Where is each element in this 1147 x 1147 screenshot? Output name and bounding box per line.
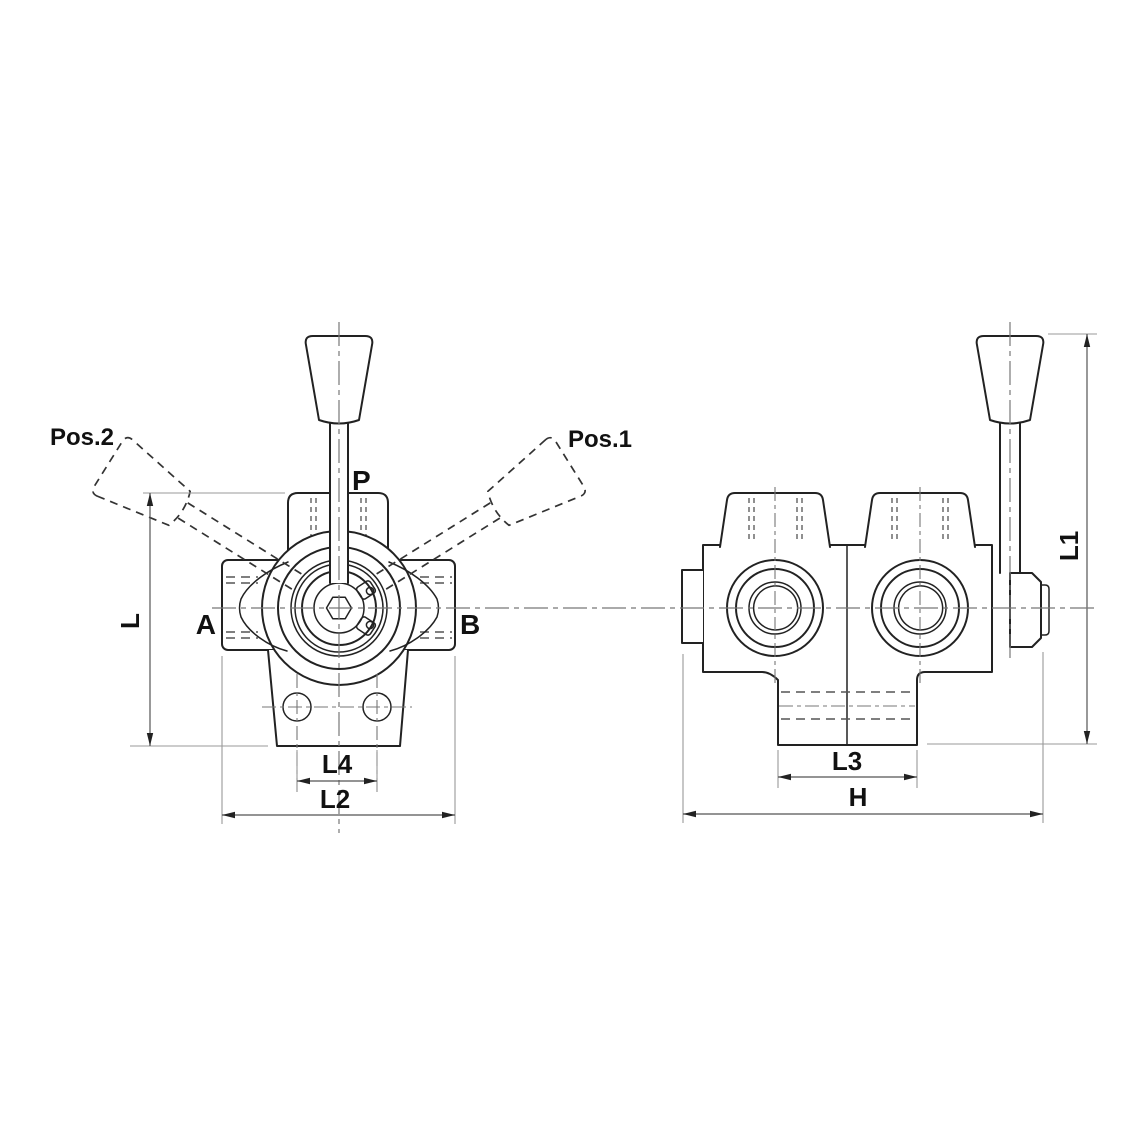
port-p-thread-marks	[310, 498, 367, 540]
flange-hidden-lines	[779, 691, 915, 720]
hex-socket	[325, 596, 353, 620]
dimension-l2: L2	[221, 656, 456, 824]
dimension-label-l1: L1	[1054, 531, 1084, 561]
port-label-p: P	[352, 465, 371, 496]
dimension-l4: L4	[296, 749, 378, 792]
lever-mount-block	[1009, 572, 1050, 648]
port-label-a: A	[196, 609, 216, 640]
port-label-b: B	[460, 609, 480, 640]
position-label-2: Pos.2	[50, 424, 114, 451]
dimension-label-l2: L2	[320, 784, 350, 814]
dimension-label-l3: L3	[832, 746, 862, 776]
centerlines-front	[262, 322, 412, 833]
dimension-l3: L3	[777, 746, 918, 788]
centerlines-side	[774, 322, 1011, 683]
dimension-h: H	[682, 652, 1044, 823]
position-label-1: Pos.1	[568, 426, 632, 453]
left-boss-fill	[682, 570, 703, 643]
dimension-label-h: H	[849, 782, 868, 812]
dimension-l1: L1	[927, 333, 1097, 745]
front-view: L L4 L2 P A B Pos.2 Pos.1	[50, 322, 632, 833]
left-boss	[681, 569, 704, 644]
dimension-label-l4: L4	[322, 749, 353, 779]
circlip	[355, 580, 377, 636]
dimension-label-l: L	[115, 613, 145, 629]
dimension-l: L	[115, 492, 285, 747]
side-view: L1 L3 H	[681, 322, 1097, 823]
